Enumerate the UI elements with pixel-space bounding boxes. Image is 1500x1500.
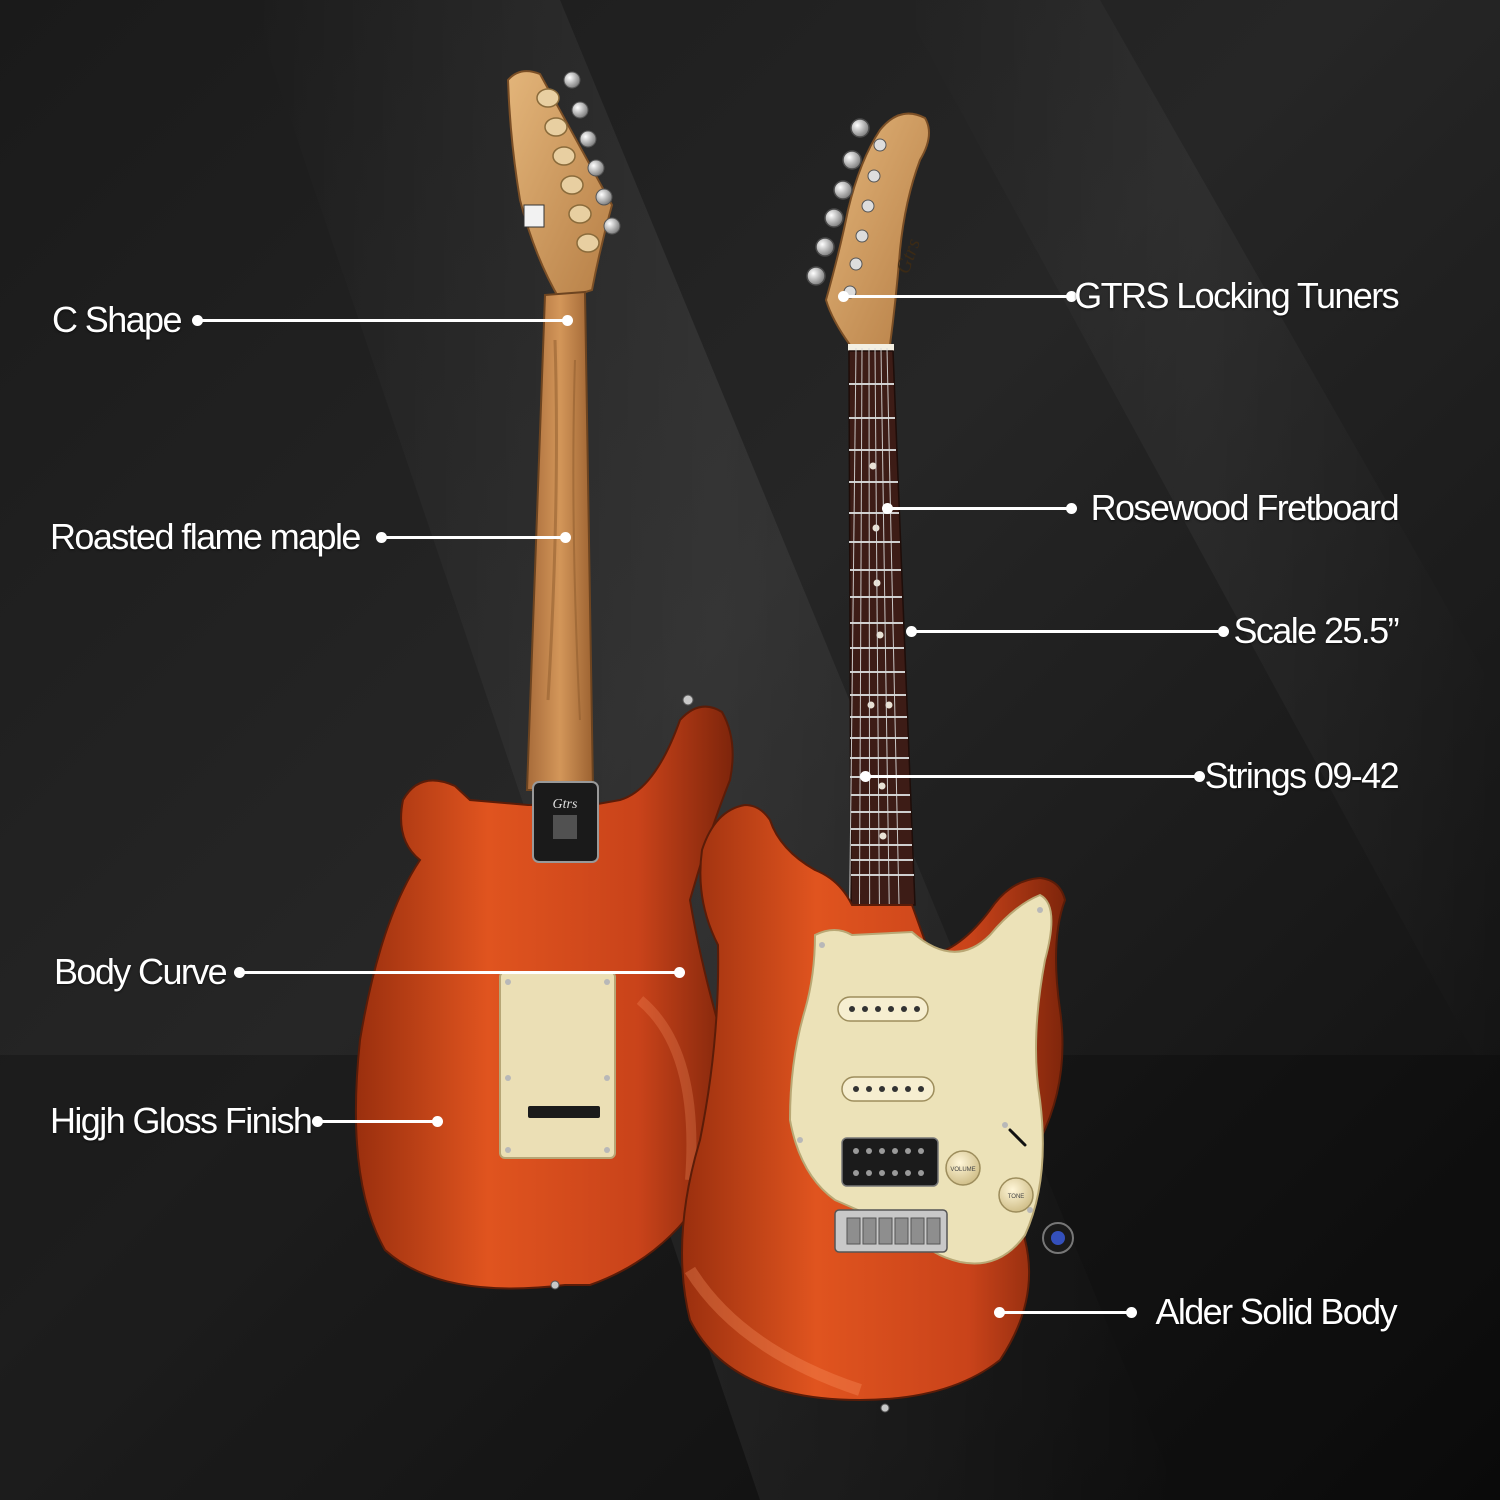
back-headstock bbox=[506, 70, 614, 302]
callout-line bbox=[844, 295, 1072, 298]
push-button bbox=[1042, 1222, 1074, 1254]
callout-dot bbox=[562, 315, 573, 326]
svg-text:TONE: TONE bbox=[1008, 1194, 1025, 1200]
callout-strings: Strings 09-42 bbox=[860, 755, 1400, 796]
volume-knob: VOLUME bbox=[945, 1150, 981, 1186]
back-guitar: Gtrs bbox=[354, 70, 734, 1290]
callout-label: Scale 25.5” bbox=[1233, 610, 1399, 651]
callout-label: C Shape bbox=[52, 299, 183, 340]
callout-dot bbox=[906, 626, 917, 637]
callout-line bbox=[382, 536, 566, 539]
neck-plate-logo: Gtrs bbox=[553, 797, 578, 812]
callout-line bbox=[1000, 1311, 1130, 1314]
callout-dot bbox=[560, 532, 571, 543]
callout-dot bbox=[1218, 626, 1229, 637]
callout-dot bbox=[1066, 503, 1077, 514]
callout-label: Rosewood Fretboard bbox=[1090, 487, 1400, 528]
callout-line bbox=[240, 971, 678, 974]
callout-dot bbox=[234, 967, 245, 978]
tuner-posts bbox=[843, 138, 887, 299]
single-coil-middle-pickup bbox=[841, 1076, 935, 1102]
callout-label: Strings 09-42 bbox=[1204, 755, 1400, 796]
callout-scale: Scale 25.5” bbox=[906, 610, 1400, 651]
callout-label: GTRS Locking Tuners bbox=[1074, 275, 1399, 316]
single-coil-neck-pickup bbox=[837, 996, 929, 1022]
callout-dot bbox=[192, 315, 203, 326]
nut bbox=[848, 344, 894, 351]
back-tuner-keys bbox=[536, 88, 600, 253]
tremolo-slot bbox=[528, 1106, 600, 1118]
callout-dot bbox=[838, 291, 849, 302]
callout-dot bbox=[432, 1116, 443, 1127]
humbucker-bridge-pickup bbox=[841, 1137, 939, 1187]
callout-dot bbox=[1126, 1307, 1137, 1318]
callout-c-shape: C Shape bbox=[52, 300, 578, 340]
callout-line bbox=[198, 319, 568, 322]
callout-dot bbox=[376, 532, 387, 543]
callout-label: Body Curve bbox=[54, 951, 228, 992]
callout-label: Higjh Gloss Finish bbox=[50, 1100, 313, 1141]
serial-sticker bbox=[523, 204, 545, 228]
callout-body-curve: Body Curve bbox=[54, 952, 692, 992]
selector-switch bbox=[1008, 1128, 1027, 1147]
callout-dot bbox=[882, 503, 893, 514]
inlay-dots bbox=[867, 462, 893, 840]
callout-label: Roasted flame maple bbox=[50, 516, 361, 557]
callout-line bbox=[866, 775, 1198, 778]
callout-gtrs-locking-tuners: GTRS Locking Tuners bbox=[838, 275, 1400, 316]
callout-line bbox=[318, 1120, 436, 1123]
callout-label: Alder Solid Body bbox=[1155, 1291, 1397, 1332]
callout-dot bbox=[1066, 291, 1077, 302]
rosewood-fretboard bbox=[848, 350, 916, 906]
callout-dot bbox=[1194, 771, 1205, 782]
callout-dot bbox=[860, 771, 871, 782]
locking-tuners bbox=[806, 118, 870, 286]
tone-knob: TONE bbox=[998, 1177, 1034, 1213]
front-guitar: Gtrs bbox=[681, 112, 1074, 1413]
callout-roasted-flame-maple: Roasted flame maple bbox=[50, 517, 576, 557]
callout-dot bbox=[994, 1307, 1005, 1318]
callout-rosewood-fretboard: Rosewood Fretboard bbox=[882, 487, 1400, 528]
back-tuner-posts bbox=[563, 71, 621, 235]
back-cavity-cover bbox=[499, 971, 616, 1159]
callout-dot bbox=[312, 1116, 323, 1127]
callout-dot bbox=[674, 967, 685, 978]
svg-text:VOLUME: VOLUME bbox=[950, 1167, 975, 1173]
callout-alder-solid-body: Alder Solid Body bbox=[994, 1291, 1398, 1332]
frets bbox=[849, 383, 914, 876]
callout-line bbox=[888, 507, 1072, 510]
callout-line bbox=[912, 630, 1224, 633]
callout-high-gloss-finish: Higjh Gloss Finish bbox=[50, 1101, 450, 1141]
tremolo-bridge bbox=[834, 1209, 948, 1253]
